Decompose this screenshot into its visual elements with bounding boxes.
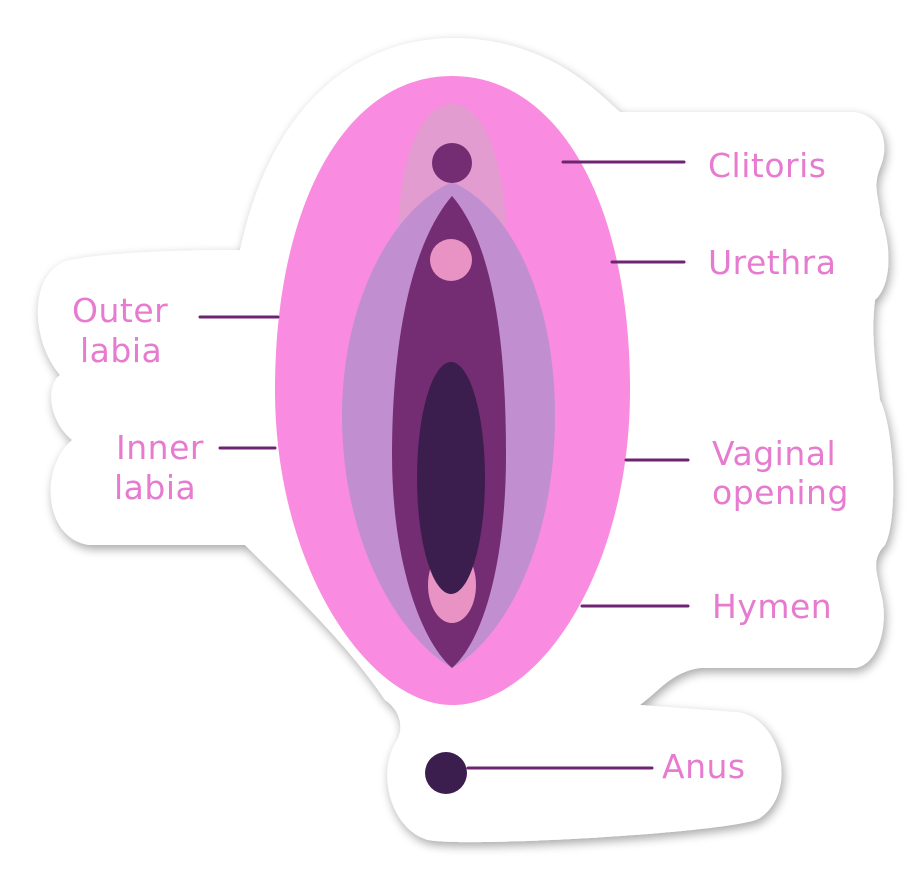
anus-dot bbox=[425, 752, 467, 794]
vaginal-opening-shape bbox=[417, 362, 485, 594]
outer-labia-label-line2: labia bbox=[80, 331, 162, 370]
urethra-label: Urethra bbox=[708, 243, 836, 282]
inner-labia-label-line1: Inner bbox=[116, 428, 204, 467]
vaginal-opening-label-line1: Vaginal bbox=[712, 434, 836, 473]
outer-labia-label-line1: Outer bbox=[72, 291, 168, 330]
clitoris-dot bbox=[432, 143, 472, 183]
anus-label: Anus bbox=[662, 747, 746, 786]
inner-labia-label-line2: labia bbox=[114, 468, 196, 507]
hymen-label: Hymen bbox=[712, 587, 832, 626]
vaginal-opening-label-line2: opening bbox=[712, 473, 849, 512]
urethra-dot bbox=[430, 239, 472, 281]
clitoris-label: Clitoris bbox=[708, 146, 826, 185]
